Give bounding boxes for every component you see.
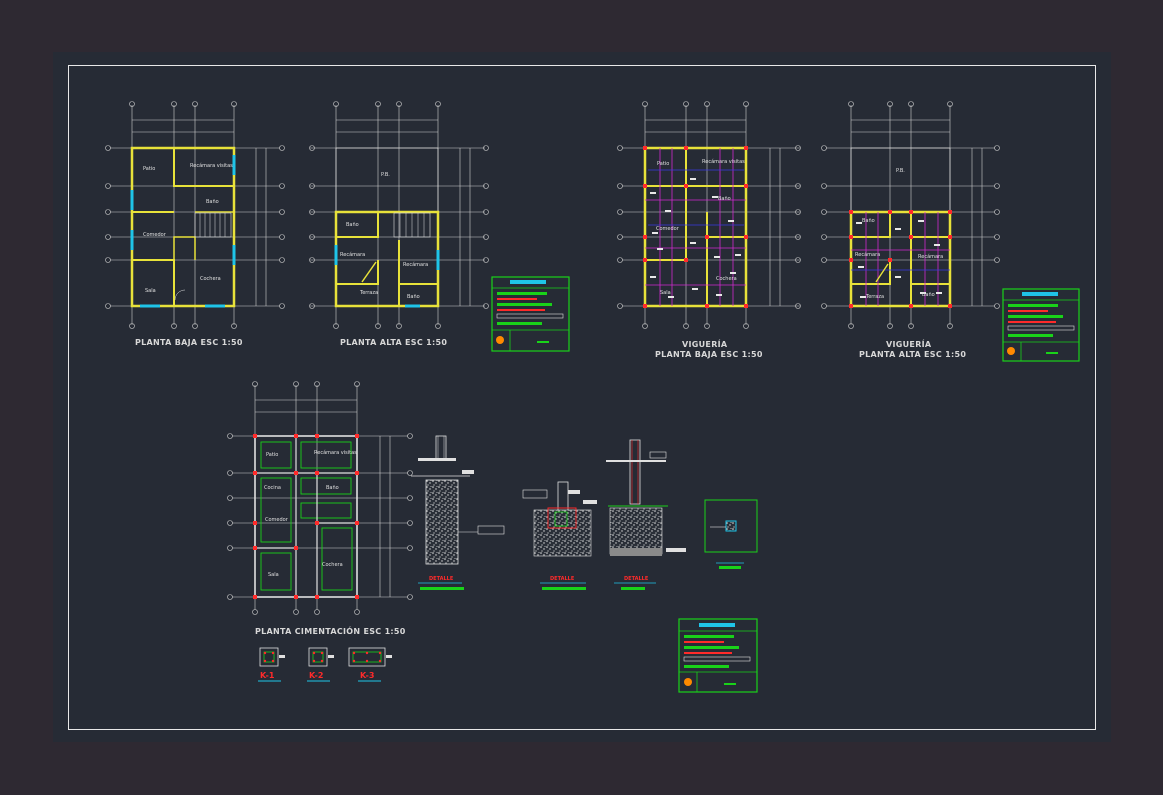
detail-2-caption	[542, 587, 586, 590]
label-k1: K-1	[260, 671, 275, 680]
ci-room-patio: Patio	[266, 452, 278, 458]
vb-room-sala: Sala	[660, 290, 671, 296]
walls-planta-baja	[130, 146, 236, 308]
va-room-bano-2: Baño	[922, 292, 935, 298]
va-room-pb: P.B.	[896, 168, 905, 174]
column-section-k3	[348, 647, 392, 667]
detail-3-title: DETALLE	[624, 576, 649, 582]
va-room-recamara-2: Recámara	[918, 253, 943, 260]
ci-room-recamara: Recámara visitas	[314, 449, 357, 456]
columns-vigueria-alta	[849, 210, 952, 308]
drawing-sheet	[53, 52, 1111, 742]
title-planta-alta: PLANTA ALTA ESC 1:50	[340, 338, 447, 347]
joists-vigueria-alta	[856, 220, 942, 298]
joists-vigueria-baja	[650, 178, 741, 298]
title-block-1	[491, 276, 570, 352]
ci-room-comedor: Comedor	[265, 517, 289, 523]
vb-room-cochera: Cochera	[716, 276, 737, 282]
title-vigueria-alta: VIGUERÍA	[886, 338, 932, 349]
beams-vigueria-baja	[643, 146, 748, 308]
title-planta-baja: PLANTA BAJA ESC 1:50	[135, 338, 243, 347]
vb-room-patio: Patio	[657, 161, 669, 167]
sheet-border	[68, 65, 1096, 730]
columns-cimentacion	[253, 434, 359, 599]
detail-2-title: DETALLE	[550, 576, 575, 582]
detail-1-caption	[420, 587, 464, 590]
label-k2: K-2	[309, 671, 323, 680]
detail-footing-3	[606, 439, 686, 556]
ci-room-cocina: Cocina	[264, 485, 281, 491]
detail-3-caption	[621, 587, 645, 590]
column-section-k1	[259, 647, 285, 667]
detail-1-title: DETALLE	[429, 576, 454, 582]
room-cochera: Cochera	[200, 276, 221, 282]
title-vigueria-baja: VIGUERÍA	[682, 338, 728, 349]
va-room-terraza: Terraza	[865, 294, 884, 300]
column-section-k2	[308, 647, 334, 667]
detail-footing-2	[522, 481, 597, 557]
room-bano-alta-2: Baño	[407, 294, 420, 300]
room-comedor: Comedor	[143, 232, 167, 238]
ci-room-bano: Baño	[326, 485, 339, 491]
va-room-recamara: Recámara	[855, 251, 880, 258]
room-bano-alta: Baño	[346, 222, 359, 228]
room-recamara-alta-2: Recámara	[403, 261, 428, 268]
vb-room-comedor: Comedor	[656, 226, 680, 232]
walls-planta-alta	[334, 210, 440, 308]
vb-room-bano: Baño	[718, 196, 731, 202]
subtitle-vigueria-alta: PLANTA ALTA ESC 1:50	[859, 350, 966, 359]
detail-plan-square	[704, 499, 758, 569]
room-terraza: Terraza	[359, 290, 378, 296]
room-pb-alta: P.B.	[381, 172, 390, 178]
title-block-2	[1002, 288, 1080, 362]
room-bano: Baño	[206, 199, 219, 205]
detail-footing-1	[411, 435, 505, 565]
title-cimentacion: PLANTA CIMENTACIÓN ESC 1:50	[255, 625, 406, 636]
room-sala: Sala	[145, 288, 156, 294]
subtitle-vigueria-baja: PLANTA BAJA ESC 1:50	[655, 350, 763, 359]
vb-room-recamara: Recámara visitas	[702, 158, 745, 165]
va-room-bano: Baño	[862, 218, 875, 224]
columns-vigueria-baja	[643, 146, 748, 308]
room-recamara-visitas: Recámara visitas	[190, 162, 233, 169]
ci-room-cochera: Cochera	[322, 562, 343, 568]
label-k3: K-3	[360, 671, 374, 680]
footings-cimentacion	[254, 435, 358, 598]
room-recamara-alta: Recámara	[340, 251, 365, 258]
room-patio: Patio	[143, 166, 155, 172]
ci-room-sala: Sala	[268, 572, 279, 578]
title-block-3	[678, 618, 758, 693]
